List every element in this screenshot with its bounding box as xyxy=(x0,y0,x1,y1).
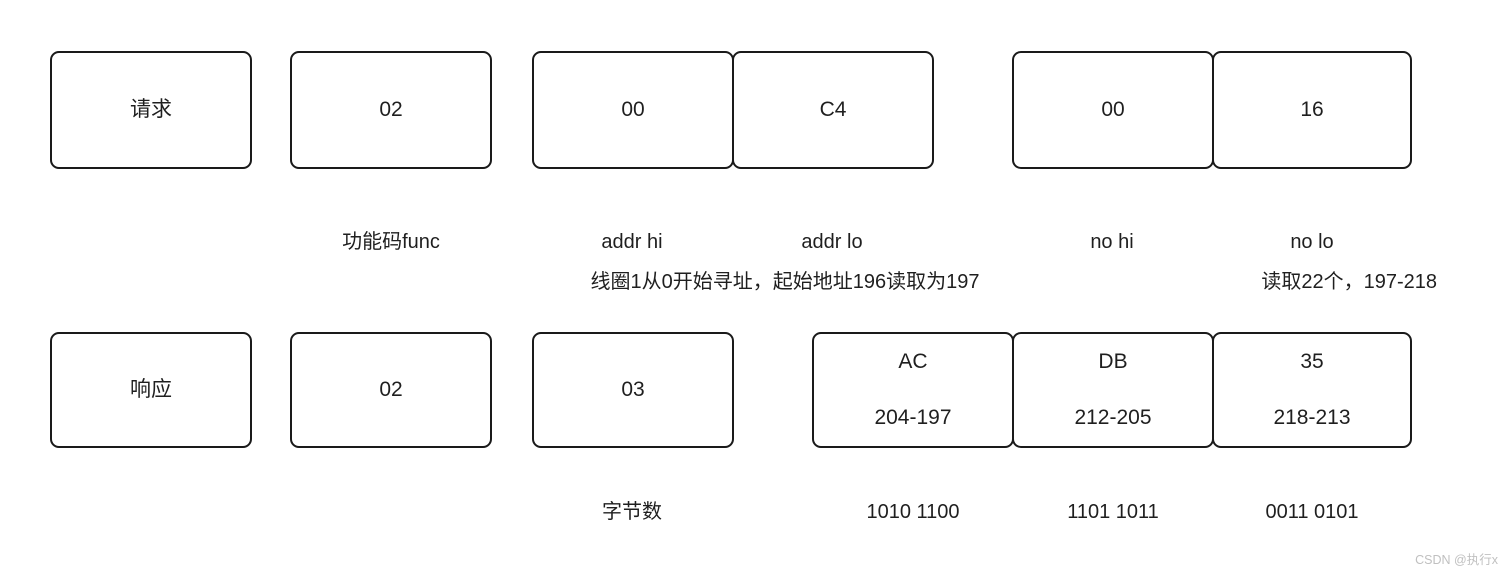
request-addr-lo-label: addr lo xyxy=(801,231,863,253)
request-addressing-note: 线圈1从0开始寻址，起始地址196读取为197 xyxy=(590,271,980,293)
request-row-label-box: 请求 xyxy=(50,51,252,169)
response-byte-count-label: 字节数 xyxy=(602,501,662,523)
response-func-byte-box: 02 xyxy=(290,332,492,448)
request-count-note: 读取22个，197-218 xyxy=(1261,271,1437,293)
request-func-byte: 02 xyxy=(379,98,403,121)
response-data2-bits-label: 1101 1011 xyxy=(1067,501,1159,523)
csdn-watermark: CSDN @执行x xyxy=(1415,553,1498,567)
response-byte-count-box: 03 xyxy=(532,332,734,448)
response-data2-byte-box: DB 212-205 xyxy=(1012,332,1214,448)
response-data3-bits-label: 0011 0101 xyxy=(1265,501,1359,523)
request-func-byte-box: 02 xyxy=(290,51,492,169)
request-no-lo-label: no lo xyxy=(1290,231,1334,253)
request-func-label: 功能码func xyxy=(342,231,440,253)
response-data3-value: 35 xyxy=(1300,350,1324,373)
request-addr-hi-byte-box: 00 xyxy=(532,51,734,169)
response-data1-bits-label: 1010 1100 xyxy=(866,501,960,523)
response-data1-value: AC xyxy=(898,350,928,373)
request-row-label: 请求 xyxy=(130,98,172,121)
response-func-byte: 02 xyxy=(379,378,403,401)
request-addr-hi-byte: 00 xyxy=(621,98,645,121)
response-row-label: 响应 xyxy=(130,378,172,401)
response-data3-range: 218-213 xyxy=(1273,406,1351,429)
request-no-lo-byte: 16 xyxy=(1300,98,1324,121)
request-addr-lo-byte-box: C4 xyxy=(732,51,934,169)
request-no-hi-byte-box: 00 xyxy=(1012,51,1214,169)
response-byte-count: 03 xyxy=(621,378,645,401)
request-no-hi-byte: 00 xyxy=(1101,98,1125,121)
request-addr-lo-byte: C4 xyxy=(819,98,847,121)
response-data2-range: 212-205 xyxy=(1074,406,1152,429)
response-data2-value: DB xyxy=(1098,350,1128,373)
response-data3-byte-box: 35 218-213 xyxy=(1212,332,1412,448)
request-no-hi-label: no hi xyxy=(1090,231,1134,253)
response-row-label-box: 响应 xyxy=(50,332,252,448)
request-no-lo-byte-box: 16 xyxy=(1212,51,1412,169)
response-data1-byte-box: AC 204-197 xyxy=(812,332,1014,448)
request-addr-hi-label: addr hi xyxy=(601,231,663,253)
response-data1-range: 204-197 xyxy=(874,406,952,429)
